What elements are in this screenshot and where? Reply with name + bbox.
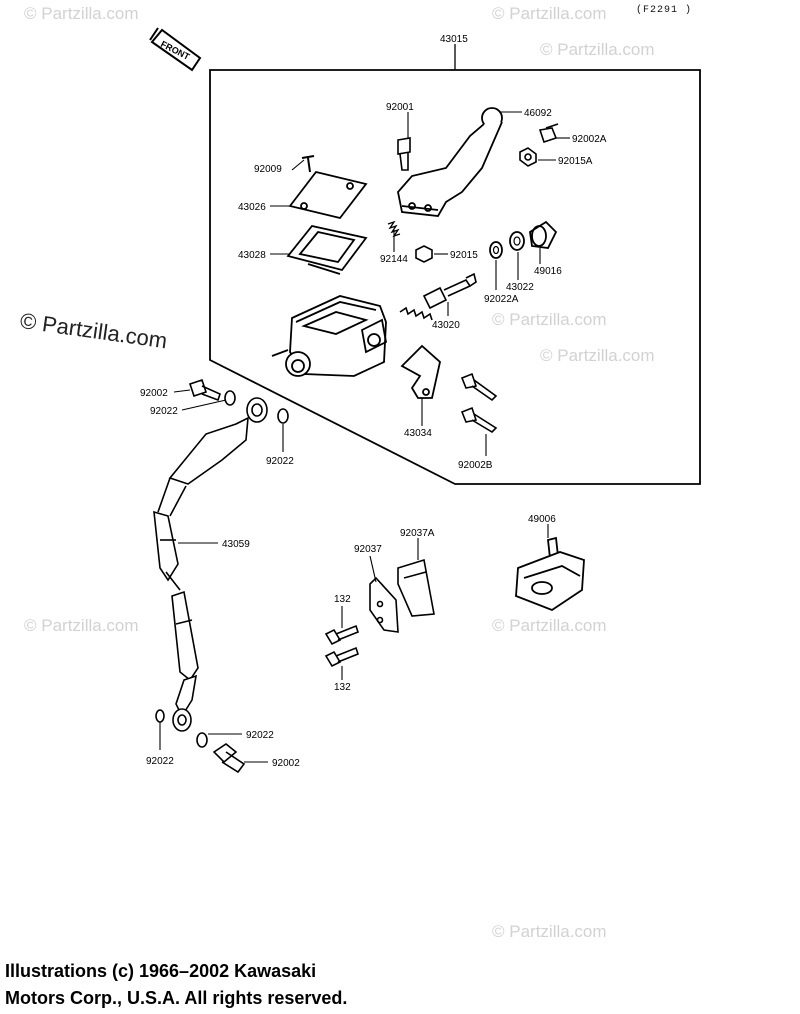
part-label: 43020: [432, 320, 460, 331]
part-label: 49016: [534, 266, 562, 277]
part-label: 46092: [524, 108, 552, 119]
clamp-bolt: [460, 406, 498, 434]
part-label: 92002A: [572, 134, 607, 145]
part-label: 43034: [404, 428, 432, 439]
part-label: 92002B: [458, 460, 493, 471]
part-label: 92022: [246, 730, 274, 741]
locknut: [415, 245, 433, 263]
washer: [509, 231, 525, 251]
part-label: 92022: [266, 456, 294, 467]
bracket-bolt: [324, 624, 359, 646]
part-label: 92001: [386, 102, 414, 113]
watermark: © Partzilla.com: [24, 616, 139, 635]
hose-bracket: [369, 558, 435, 633]
part-label: 92015A: [558, 156, 593, 167]
part-label: 92015: [450, 250, 478, 261]
diagram-code: (F2291 ): [635, 5, 692, 16]
copyright-line: Illustrations (c) 1966–2002 Kawasaki: [5, 961, 317, 981]
dust-boot: [529, 220, 558, 249]
front-arrow-icon: FRONT: [149, 27, 202, 72]
circlip: [489, 241, 503, 259]
assembly-frame: [209, 69, 701, 485]
part-label: 92037A: [400, 528, 435, 539]
part-label: 49006: [528, 514, 556, 525]
banjo-bolt: [212, 743, 246, 774]
master-cylinder-body: [271, 295, 388, 377]
brake-lever: [397, 107, 503, 217]
part-label: 92144: [380, 254, 408, 265]
lever-bolt: [538, 123, 559, 144]
copyright-line: Motors Corp., U.S.A. All rights reserved…: [5, 988, 348, 1008]
part-label: 43026: [238, 202, 266, 213]
reservoir-cover: [288, 170, 368, 220]
cover-screw: [301, 155, 315, 173]
banjo-bolt: [188, 378, 221, 402]
spring: [387, 220, 401, 238]
watermark: © Partzilla.com: [492, 616, 607, 635]
clamp-bolt: [460, 372, 498, 402]
leader-lines: [159, 111, 570, 763]
part-label: 43059: [222, 539, 250, 550]
watermark: © Partzilla.com: [492, 310, 607, 329]
washer: [224, 390, 236, 406]
part-label: 132: [334, 682, 351, 693]
part-label: 43022: [506, 282, 534, 293]
watermark: © Partzilla.com: [492, 4, 607, 23]
part-label: 92002: [272, 758, 300, 769]
watermark: © Partzilla.com: [540, 346, 655, 365]
watermark: © Partzilla.com: [24, 4, 139, 23]
brake-hose: [153, 397, 268, 732]
washer: [277, 408, 289, 424]
hose-guide: [515, 536, 585, 612]
copyright-notice: Illustrations (c) 1966–2002 Kawasaki Mot…: [5, 958, 347, 1012]
washer: [196, 732, 208, 748]
part-label: 132: [334, 594, 351, 605]
watermark: © Partzilla.com: [492, 922, 607, 941]
part-label: 92022: [150, 406, 178, 417]
watermark: © Partzilla.com: [540, 40, 655, 59]
part-label: 43028: [238, 250, 266, 261]
handlebar-clamp: [400, 344, 441, 399]
part-label: 92022: [146, 756, 174, 767]
bracket-bolt: [324, 646, 359, 668]
part-label: 43015: [440, 34, 468, 45]
washer: [155, 709, 165, 723]
part-label: 92022A: [484, 294, 519, 305]
lever-nut: [519, 147, 537, 167]
part-label: 92002: [140, 388, 168, 399]
part-label: 92037: [354, 544, 382, 555]
piston-assembly: [399, 272, 477, 321]
reservoir-diaphragm: [286, 224, 368, 275]
part-label: 92009: [254, 164, 282, 175]
lever-pivot-bolt: [397, 137, 411, 171]
